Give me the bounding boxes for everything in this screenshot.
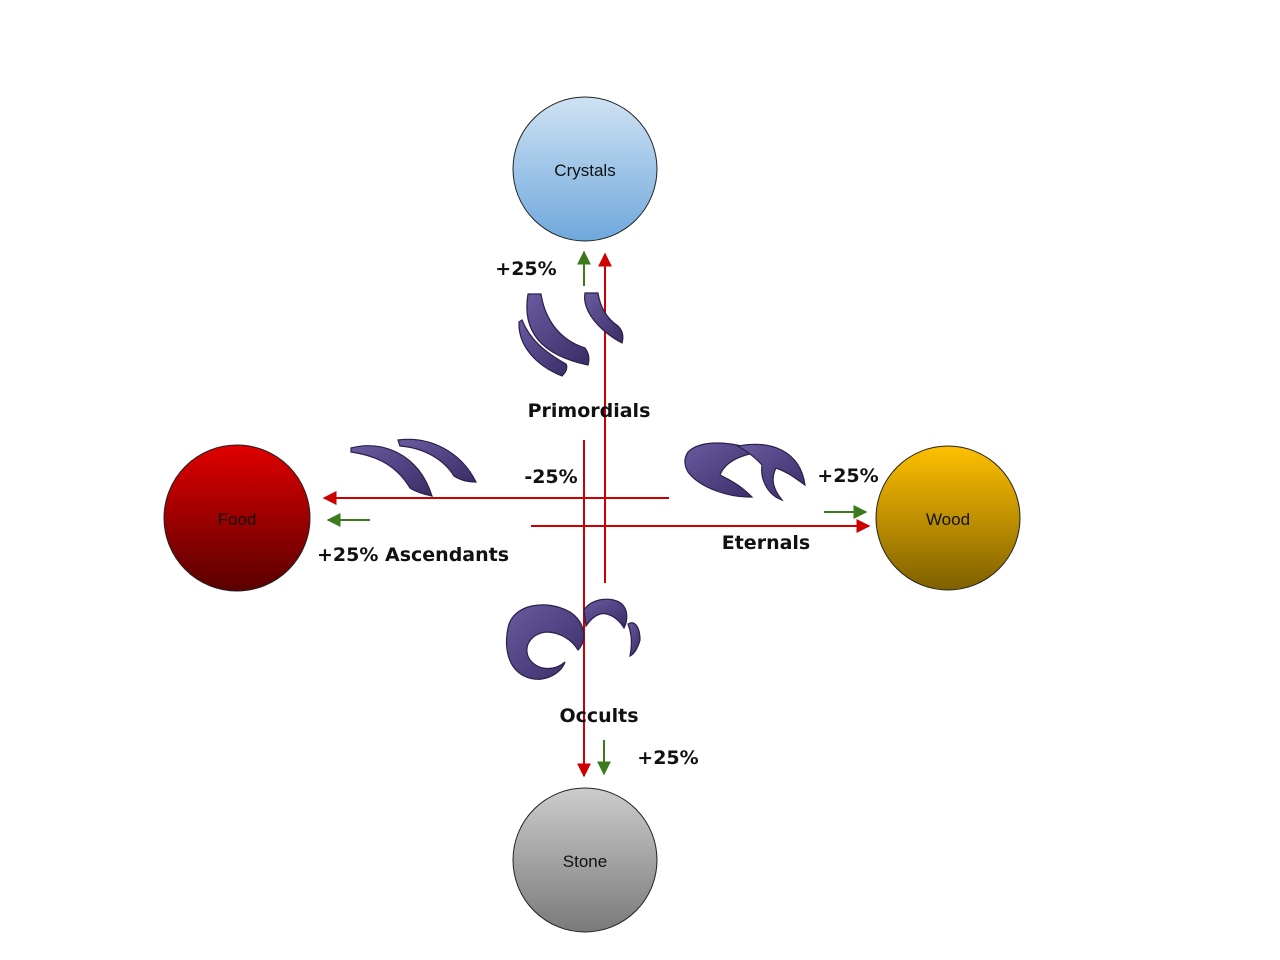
horn-icon [518,292,624,377]
node-wood: Wood [875,445,1021,591]
faction-label-ascendants: +25% Ascendants [317,544,509,566]
stone-label: Stone [563,852,607,871]
modifier-crystals: +25% [495,258,556,280]
food-label: Food [218,510,257,529]
faction-label-occults: Occults [559,705,638,727]
modifier-wood: +25% [817,465,878,487]
faction-label-eternals: Eternals [722,532,811,554]
modifier-food: -25% [524,466,577,488]
wood-label: Wood [926,510,970,529]
modifier-stone: +25% [637,747,698,769]
stone-circle [512,787,658,933]
crystals-label: Crystals [554,161,615,180]
horn-icon [350,438,477,497]
node-stone: Stone [512,787,658,933]
node-food: Food [163,444,311,592]
food-circle [163,444,311,592]
wood-circle [875,445,1021,591]
crystals-circle [512,96,658,242]
node-crystals: Crystals [512,96,658,242]
faction-label-primordials: Primordials [528,400,651,422]
horn-icon [505,598,641,680]
horn-icon [684,442,806,502]
